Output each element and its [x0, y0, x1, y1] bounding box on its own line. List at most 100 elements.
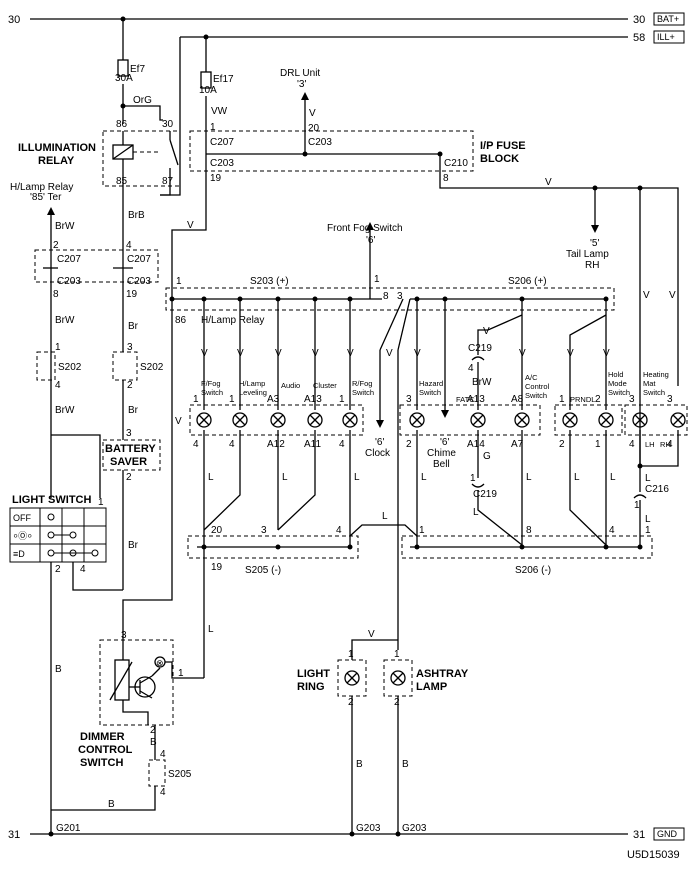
light-switch-pin-2: 2 — [55, 564, 61, 575]
fuse-ef17: Ef17 10A VW — [199, 34, 234, 130]
v-3: V — [275, 348, 282, 359]
lamp-bot-pin: 2 — [406, 439, 412, 450]
s206-pin-3: 3 — [397, 291, 403, 302]
wire-b-ls: B — [55, 664, 62, 675]
lamp-label-heat-3: Switch — [643, 388, 665, 397]
ip-label-2: BLOCK — [480, 153, 519, 165]
g203-a-label: G203 — [356, 823, 381, 834]
ill-rail: 58 ILL+ — [160, 30, 685, 196]
lamp-label-hold-2: Mode — [608, 379, 627, 388]
drl-unit: DRL Unit '3' V — [280, 68, 320, 154]
wire-brw-3: BrW — [55, 405, 75, 416]
lamp-label-ffog-1: F/Fog — [201, 379, 221, 388]
light-switch-headlamp-icon: ≡D — [13, 549, 25, 559]
ash-pin-1: 1 — [394, 649, 400, 660]
v-6: V — [414, 348, 421, 359]
front-fog-ref: '6' — [366, 235, 375, 246]
relay-87-wire — [160, 186, 171, 196]
relay-label-1: ILLUMINATION — [18, 142, 96, 154]
lr-wire-v: V — [368, 629, 375, 640]
battery-saver-label-1: BATTERY — [105, 443, 156, 455]
lamp-cross — [672, 414, 684, 426]
light-switch-pin-4: 4 — [80, 564, 86, 575]
g201-label: G201 — [56, 823, 81, 834]
battery-saver-pin-3: 3 — [126, 428, 132, 439]
lamp-label-ac-3: Switch — [525, 391, 547, 400]
v-7: V — [483, 326, 490, 337]
c203-pin-8: 8 — [53, 289, 59, 300]
wire-br-3: Br — [128, 540, 139, 551]
left-lamp-group — [189, 404, 364, 436]
lamp-10: 34 — [629, 394, 648, 450]
lamp-cross — [634, 414, 646, 426]
ashtray-label-1: ASHTRAY — [416, 668, 469, 680]
lamp-top-pin: 3 — [629, 394, 635, 405]
wire-b-bottom: B — [108, 799, 115, 810]
relay-pin-85: 85 — [116, 176, 128, 187]
ash-wire-b: B — [402, 759, 409, 770]
v-bus-right — [439, 154, 641, 466]
c219-top-label: C219 — [468, 343, 492, 354]
lamp-bulb-icon — [342, 412, 358, 428]
v-4: V — [312, 348, 319, 359]
l-9: L — [208, 624, 214, 635]
lamp-bot-pin: 4 — [667, 439, 673, 450]
ip-pin-1: 1 — [210, 122, 216, 133]
c216-label: C216 — [645, 484, 669, 495]
s205-pin-20: 20 — [211, 525, 223, 536]
lamp-0: 14 — [193, 394, 212, 450]
fatc-wire-g: G — [483, 451, 491, 462]
lamp-bot-pin: A7 — [511, 439, 524, 450]
v-10: V — [603, 348, 610, 359]
lamp-label-heat-1: Heating — [643, 370, 669, 379]
c207-pin-4: 4 — [126, 240, 132, 251]
lamp-label-ac-1: A/C — [525, 373, 538, 382]
lamp-top-pin: A8 — [511, 394, 524, 405]
c203-label-b: C203 — [127, 276, 151, 287]
relay-label-2: RELAY — [38, 155, 75, 167]
s202-right-label: S202 — [140, 362, 164, 373]
lamp-returns — [171, 300, 679, 546]
c219-bot-label: C219 — [473, 489, 497, 500]
v-1: V — [201, 348, 208, 359]
clock-label: Clock — [365, 448, 391, 459]
lamp-top-pin: 1 — [559, 394, 565, 405]
ip-c207: C207 — [210, 137, 234, 148]
g203-b-label: G203 — [402, 823, 427, 834]
c207-label: C207 — [57, 254, 81, 265]
lamp-4: 14 — [339, 394, 358, 450]
lamp-bot-pin: A11 — [304, 439, 321, 450]
hlamp-relay: H/Lamp Relay '85' Ter BrW — [10, 182, 75, 352]
feed-pin-9: H/Lamp Relay — [201, 315, 264, 326]
lamp-cross — [234, 414, 246, 426]
lamp-cross — [516, 414, 528, 426]
bat-tag: BAT+ — [657, 14, 679, 24]
lamp-label-ffog-2: Switch — [201, 388, 223, 397]
s206-pin-8: 8 — [526, 525, 532, 536]
s203-pin-1: 1 — [176, 276, 182, 287]
lamp-label-hlamp-2: Leveling — [239, 388, 267, 397]
s202-left-pin-5: 1 — [55, 342, 61, 353]
lamp-cross — [198, 414, 210, 426]
s206-pin-9: 4 — [609, 525, 615, 536]
light-switch-off: OFF — [13, 513, 31, 523]
ip-fuse-block: 1 C207 C203 19 20 C203 C210 8 I/P FUSE B… — [189, 122, 526, 184]
l-1: L — [208, 472, 214, 483]
s206-pin-10: 1 — [645, 525, 651, 536]
light-switch: LIGHT SWITCH 1 OFF ⸰Ⓞ⸰ ≡D 2 4 — [9, 494, 123, 834]
lr-pin-1: 1 — [348, 649, 354, 660]
gnd-tag: GND — [657, 829, 678, 839]
lamp-11: 34 — [667, 394, 686, 450]
c219-top: C219 4 BrW — [468, 343, 492, 410]
lamp-label-cluster: Cluster — [313, 381, 337, 390]
lamp-cross — [564, 414, 576, 426]
lamp-top-pin: A13 — [467, 394, 485, 405]
lamp-bulb-icon — [307, 412, 323, 428]
tail-lamp-arrow — [591, 225, 599, 233]
dimmer-control-switch: 3 ⊗ 1 2 DIMMER CONTROL SWITCH — [78, 630, 204, 769]
wire-br-1: Br — [128, 321, 139, 332]
lamp-bot-pin: A12 — [267, 439, 285, 450]
